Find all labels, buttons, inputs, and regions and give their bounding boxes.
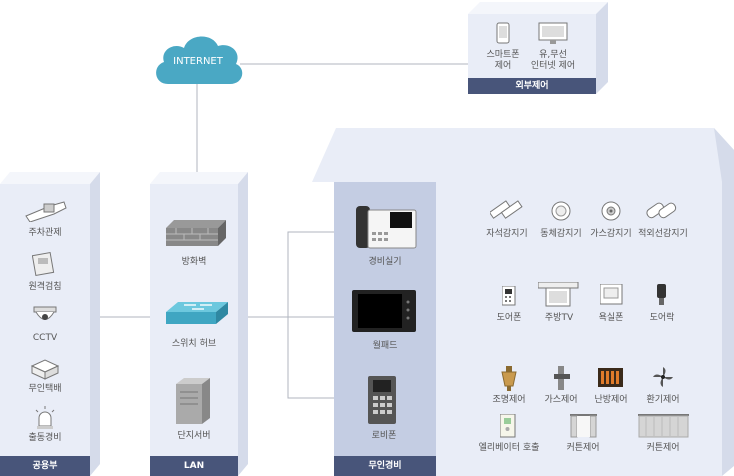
curtain-icon [570, 414, 598, 438]
doorphone-icon [502, 286, 516, 306]
public-item-label: CCTV [32, 333, 58, 343]
public-item-label: 주차관제 [28, 228, 62, 238]
gas-sensor-icon [600, 200, 622, 222]
control-label: 난방제어 [594, 395, 628, 405]
sensor-label: 동체감지기 [540, 229, 582, 239]
lobby-phone-icon [368, 376, 398, 426]
parking-camera-icon [24, 200, 68, 222]
lan-item-label: 스위치 허브 [171, 339, 217, 349]
door-lock-icon [656, 284, 668, 306]
bathroom-phone-icon [600, 284, 624, 306]
motion-sensor-icon [550, 200, 572, 222]
control2-label: 엘리베이터 호출 [478, 443, 540, 453]
public-item-label: 출동경비 [28, 433, 62, 443]
elevator-call-icon [500, 414, 516, 438]
kitchen-tv-icon [538, 282, 580, 308]
firewall-icon [166, 220, 226, 248]
device-label: 도어락 [649, 313, 675, 323]
control-label: 환기제어 [646, 395, 680, 405]
delivery-box-icon [30, 358, 60, 380]
external-item-label: 유,무선 [539, 50, 567, 60]
control-label: 가스제어 [544, 395, 578, 405]
public-item-label: 원격검침 [28, 282, 62, 292]
magnetic-sensor-icon [490, 198, 524, 222]
device-label: 도어폰 [496, 313, 522, 323]
smartphone-icon [496, 22, 510, 44]
monitor-icon [538, 22, 568, 46]
external-item-label: 인터넷 제어 [530, 61, 576, 71]
public-item-label: 무인택배 [28, 384, 62, 394]
lighting-icon [500, 366, 518, 392]
lan-item-label: 방화벽 [181, 257, 207, 267]
public-panel-title: 공용부 [0, 456, 90, 476]
internet-cloud: INTERNET [150, 30, 246, 88]
external-control-panel: 스마트폰 제어 유,무선 인터넷 제어 외부제어 [468, 2, 608, 96]
sensor-label: 적외선감지기 [638, 229, 688, 239]
device-label: 욕실폰 [598, 313, 624, 323]
curtain-wide-icon [638, 414, 690, 438]
public-panel: 주차관제 원격검침 CCTV 무인택배 출동경비 공용부 [0, 170, 100, 476]
lan-item-label: 단지서버 [177, 431, 211, 441]
gas-valve-icon [554, 366, 570, 390]
lan-panel: 방화벽 스위치 허브 단지서버 LAN [150, 170, 248, 476]
security-item-label: 로비폰 [371, 431, 397, 441]
wallpad-icon [352, 290, 418, 334]
external-item-label: 스마트폰 [486, 50, 520, 60]
sensor-label: 자석감지기 [486, 229, 528, 239]
server-icon [176, 378, 216, 424]
cctv-icon [32, 305, 58, 329]
meter-reading-icon [32, 252, 58, 276]
control2-label: 커튼제어 [646, 443, 680, 453]
ventilation-fan-icon [652, 366, 674, 388]
device-label: 주방TV [544, 313, 574, 323]
sensor-label: 가스감지기 [590, 229, 632, 239]
control2-label: 커튼제어 [566, 443, 600, 453]
external-item-label: 제어 [494, 61, 512, 71]
lan-panel-title: LAN [150, 456, 238, 476]
internet-label: INTERNET [173, 56, 223, 67]
alarm-light-icon [33, 406, 57, 430]
external-control-title: 외부제어 [468, 78, 596, 94]
security-panel-title: 무인경비 [334, 456, 436, 476]
security-item-label: 월패드 [372, 341, 398, 351]
heating-icon [598, 368, 624, 388]
infrared-sensor-icon [646, 198, 680, 222]
switch-hub-icon [166, 302, 228, 326]
guard-phone-icon [356, 204, 418, 250]
control-label: 조명제어 [492, 395, 526, 405]
security-item-label: 경비실기 [368, 257, 402, 267]
